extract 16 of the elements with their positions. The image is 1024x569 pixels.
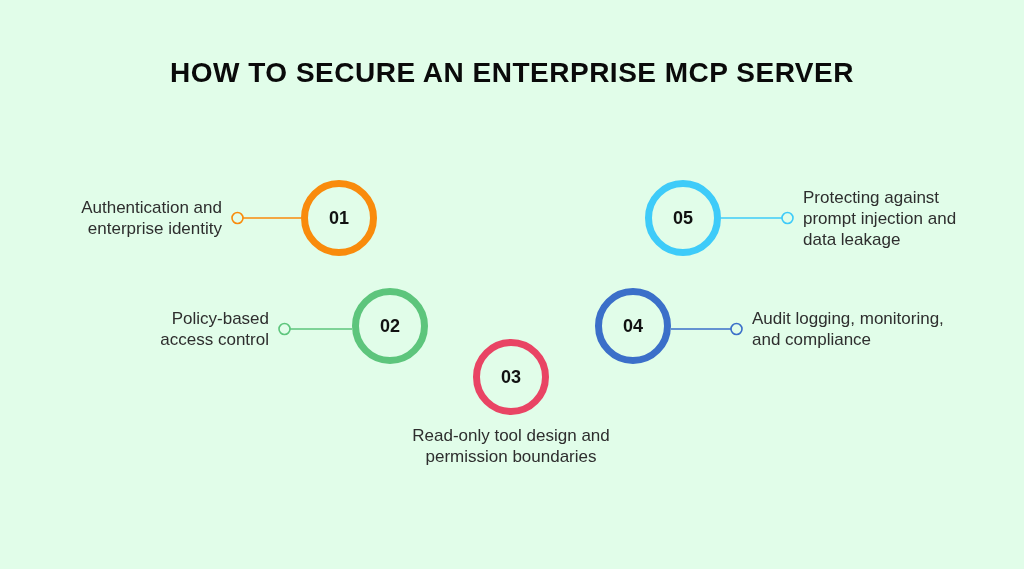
- step-description: Audit logging, monitoring, and compliance: [752, 308, 976, 350]
- numbered-circle: [301, 180, 377, 256]
- step-description: Authentication and enterprise identity: [66, 197, 222, 239]
- step-number: 01: [329, 209, 349, 227]
- step-number: 02: [380, 317, 400, 335]
- step-number: 05: [673, 209, 693, 227]
- numbered-circle: [352, 288, 428, 364]
- step-number: 03: [501, 368, 521, 386]
- step-description: Protecting against prompt injection and data leakage: [803, 186, 989, 250]
- numbered-circle: [595, 288, 671, 364]
- title: HOW TO SECURE AN ENTERPRISE MCP SERVER: [170, 57, 854, 88]
- numbered-circle: [473, 339, 549, 415]
- step-number: 04: [623, 317, 643, 335]
- numbered-circle: [645, 180, 721, 256]
- step-description: Read-only tool design and permission boundaries: [411, 425, 611, 467]
- step-description: Policy-based access control: [151, 308, 269, 350]
